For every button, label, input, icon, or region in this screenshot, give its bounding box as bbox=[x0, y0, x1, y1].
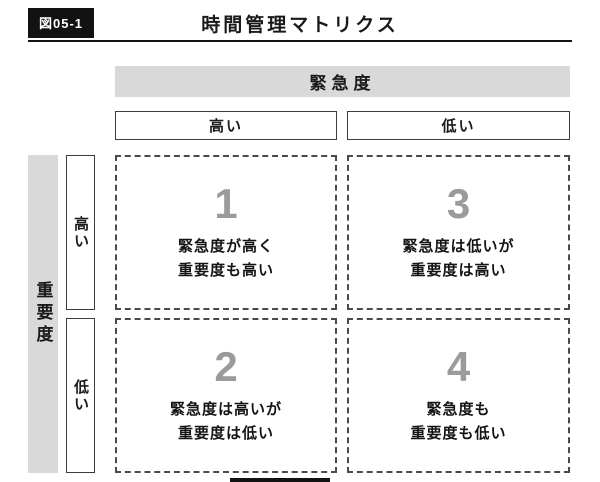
quadrant-4: 4 緊急度も 重要度も低い bbox=[347, 318, 570, 473]
quadrant-4-line2: 重要度も低い bbox=[410, 425, 507, 443]
column-header-urgency-high: 高い bbox=[115, 111, 337, 140]
quadrant-1-line1: 緊急度が高く bbox=[177, 238, 274, 256]
quadrant-3: 3 緊急度は低いが 重要度は高い bbox=[347, 155, 570, 310]
row-header-importance-low: 低い bbox=[66, 318, 95, 473]
quadrant-2: 2 緊急度は高いが 重要度は低い bbox=[115, 318, 337, 473]
page-edge-strip bbox=[230, 478, 330, 482]
title-underline bbox=[28, 40, 572, 42]
quadrant-3-line2: 重要度は高い bbox=[410, 262, 507, 280]
figure-number-badge: 図05-1 bbox=[28, 8, 95, 38]
quadrant-2-number: 2 bbox=[214, 342, 238, 390]
importance-axis-label: 重要度 bbox=[28, 155, 58, 473]
quadrant-4-number: 4 bbox=[446, 342, 471, 390]
quadrant-3-description: 緊急度は低いが 重要度は高い bbox=[402, 235, 514, 283]
quadrant-2-description: 緊急度は高いが 重要度は低い bbox=[170, 398, 282, 446]
quadrant-4-line1: 緊急度も bbox=[426, 401, 491, 419]
quadrant-3-line1: 緊急度は低いが bbox=[402, 238, 515, 256]
figure-title: 時間管理マトリクス bbox=[201, 15, 399, 36]
quadrant-1-number: 1 bbox=[214, 179, 238, 227]
quadrant-4-description: 緊急度も 重要度も低い bbox=[410, 398, 506, 446]
column-header-urgency-low: 低い bbox=[347, 111, 570, 140]
quadrant-2-line1: 緊急度は高いが bbox=[169, 401, 282, 419]
urgency-axis-label: 緊急度 bbox=[115, 66, 570, 97]
row-header-importance-high: 高い bbox=[66, 155, 95, 310]
quadrant-1-description: 緊急度が高く 重要度も高い bbox=[178, 235, 274, 283]
quadrant-2-line2: 重要度は低い bbox=[177, 425, 274, 443]
quadrant-1-line2: 重要度も高い bbox=[177, 262, 274, 280]
quadrant-3-number: 3 bbox=[446, 179, 471, 227]
quadrant-1: 1 緊急度が高く 重要度も高い bbox=[115, 155, 337, 310]
